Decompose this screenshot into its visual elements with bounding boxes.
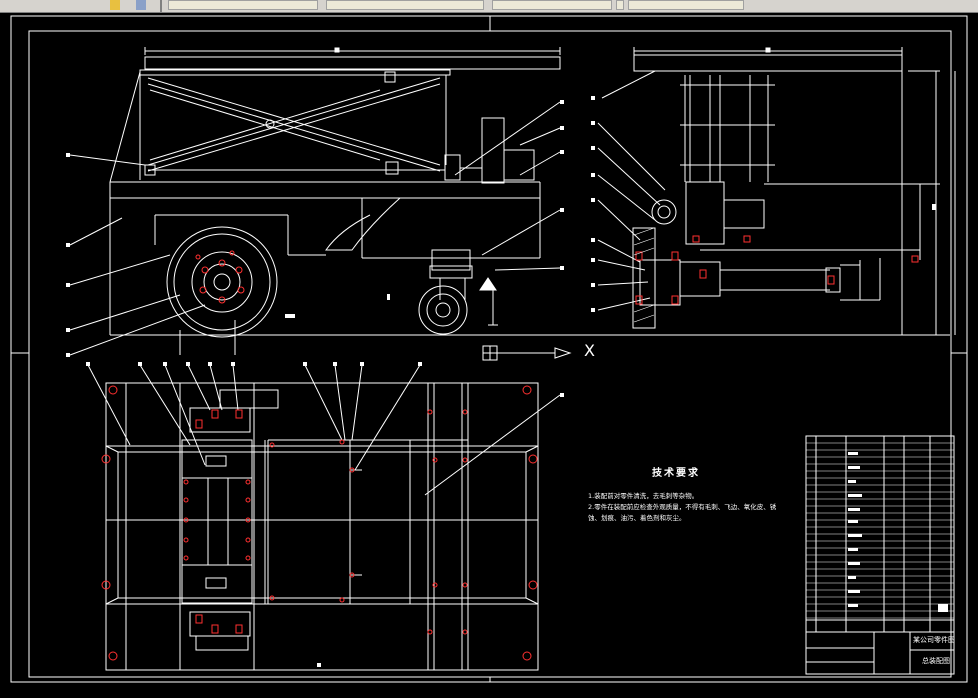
requirement-line: 蚀、划痕、油污、着色剂和灰尘。 <box>588 514 686 522</box>
front-balloons <box>66 100 564 357</box>
toolbar-separator <box>160 0 162 12</box>
plotstyle-dropdown[interactable] <box>628 0 744 10</box>
cad-toolbar <box>0 0 978 13</box>
side-balloons <box>591 96 936 312</box>
layer-icon[interactable] <box>110 0 120 10</box>
parts-list-cells <box>848 452 948 612</box>
layer-dropdown[interactable] <box>168 0 318 10</box>
lineweight-dropdown[interactable] <box>616 0 624 10</box>
cad-drawing-canvas[interactable] <box>0 12 978 698</box>
plan-view <box>87 364 561 671</box>
front-view <box>69 47 561 356</box>
color-dropdown[interactable] <box>326 0 484 10</box>
side-view <box>560 47 956 336</box>
plan-balloons <box>86 362 564 667</box>
wheel-bolt-marks <box>195 250 245 304</box>
side-red-marks <box>635 235 919 305</box>
title-block-drawing-name: 总装配图 <box>922 657 950 665</box>
plan-bolt-marks <box>101 385 538 661</box>
hatch <box>633 227 655 323</box>
technical-requirements: 技术要求 1.装配前对零件清洗，去毛刺等杂物。 2.零件在装配前应检查外观质量，… <box>588 464 798 524</box>
ucs-axis <box>482 345 572 361</box>
requirement-line: 1.装配前对零件清洗，去毛刺等杂物。 <box>588 492 699 500</box>
requirement-line: 2.零件在装配前应检查外观质量，不得有毛刺、飞边、氧化皮、锈 <box>588 503 777 511</box>
technical-requirements-title: 技术要求 <box>652 468 700 479</box>
title-block-drawing-title: 某公司零件图 <box>913 636 955 644</box>
x-axis-label: X <box>584 341 595 360</box>
cube-icon[interactable] <box>136 0 146 10</box>
parts-list-rows <box>806 442 954 619</box>
drawing-frame <box>10 15 968 683</box>
linetype-dropdown[interactable] <box>492 0 612 10</box>
